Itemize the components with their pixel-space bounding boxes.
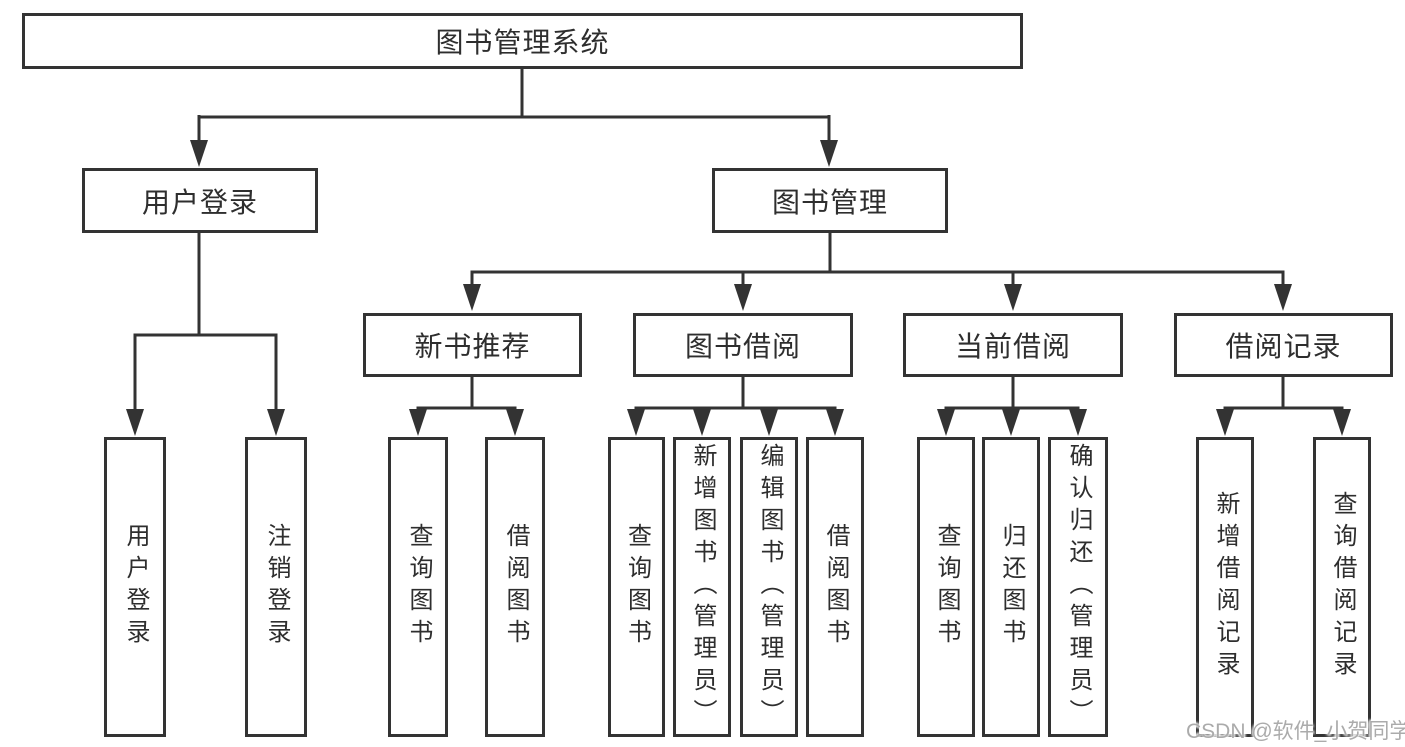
node-book-management: 图书管理 bbox=[712, 168, 948, 233]
node-new-book-recommend: 新书推荐 bbox=[363, 313, 582, 377]
leaf-confirm-return-admin: 确认归还（管理员） bbox=[1048, 437, 1108, 737]
leaf-query-borrow-record: 查询借阅记录 bbox=[1313, 437, 1371, 737]
node-root-system: 图书管理系统 bbox=[22, 13, 1023, 69]
leaf-user-login-label: 用户登录 bbox=[122, 523, 149, 651]
leaf-query-books-3: 查询图书 bbox=[917, 437, 975, 737]
node-borrow-records: 借阅记录 bbox=[1174, 313, 1393, 377]
node-book-management-label: 图书管理 bbox=[771, 186, 888, 218]
leaf-query-books-2-label: 查询图书 bbox=[623, 523, 651, 651]
arrow-down-icon bbox=[937, 409, 955, 436]
leaf-add-borrow-record-label: 新增借阅记录 bbox=[1212, 491, 1239, 683]
arrow-down-icon bbox=[734, 284, 752, 311]
leaf-borrow-books-2: 借阅图书 bbox=[806, 437, 864, 737]
leaf-return-books-label: 归还图书 bbox=[998, 523, 1025, 651]
leaf-query-books-2: 查询图书 bbox=[608, 437, 665, 737]
leaf-borrow-books-1-label: 借阅图书 bbox=[502, 523, 529, 651]
arrow-down-icon bbox=[126, 409, 144, 436]
connector-records-to-leaves bbox=[1223, 377, 1344, 413]
leaf-confirm-return-admin-label: 确认归还（管理员） bbox=[1065, 443, 1092, 731]
leaf-logout-label: 注销登录 bbox=[263, 523, 290, 651]
arrow-down-icon bbox=[190, 140, 208, 167]
arrow-down-icon bbox=[760, 409, 778, 436]
node-current-borrow-label: 当前借阅 bbox=[954, 331, 1071, 362]
connector-borrowing-to-leaves bbox=[634, 377, 837, 413]
connector-newbooks-to-leaves bbox=[416, 377, 517, 413]
connector-userlogin-to-leaves bbox=[133, 233, 278, 410]
arrow-down-icon bbox=[409, 409, 427, 436]
arrow-down-icon bbox=[506, 409, 524, 436]
leaf-query-books-3-label: 查询图书 bbox=[933, 523, 960, 651]
csdn-watermark: CSDN @软件_小贺同学 bbox=[1186, 720, 1405, 743]
leaf-query-books-1-label: 查询图书 bbox=[405, 523, 432, 651]
node-borrow-records-label: 借阅记录 bbox=[1225, 331, 1342, 362]
arrow-down-icon bbox=[1333, 409, 1351, 436]
node-user-login-label: 用户登录 bbox=[141, 186, 258, 218]
arrow-down-icon bbox=[1004, 284, 1022, 311]
arrow-down-icon bbox=[826, 409, 844, 436]
leaf-logout: 注销登录 bbox=[245, 437, 307, 737]
node-book-borrow-label: 图书借阅 bbox=[684, 331, 801, 362]
node-current-borrow: 当前借阅 bbox=[903, 313, 1123, 377]
leaf-add-borrow-record: 新增借阅记录 bbox=[1196, 437, 1254, 737]
connector-current-to-leaves bbox=[944, 377, 1080, 413]
arrow-down-icon bbox=[1216, 409, 1234, 436]
leaf-borrow-books-1: 借阅图书 bbox=[485, 437, 545, 737]
node-user-login: 用户登录 bbox=[82, 168, 318, 233]
arrowheads bbox=[126, 140, 1351, 436]
arrow-down-icon bbox=[693, 409, 711, 436]
arrow-down-icon bbox=[267, 409, 285, 436]
leaf-query-books-1: 查询图书 bbox=[388, 437, 448, 737]
node-new-book-recommend-label: 新书推荐 bbox=[414, 331, 531, 362]
leaf-return-books: 归还图书 bbox=[982, 437, 1040, 737]
connector-bookmgmt-to-level3 bbox=[470, 233, 1285, 285]
arrow-down-icon bbox=[1274, 284, 1292, 311]
arrow-down-icon bbox=[627, 409, 645, 436]
leaf-edit-books-admin-label: 编辑图书（管理员） bbox=[756, 443, 783, 731]
node-root-label: 图书管理系统 bbox=[435, 27, 610, 58]
leaf-borrow-books-2-label: 借阅图书 bbox=[822, 523, 849, 651]
leaf-add-books-admin-label: 新增图书（管理员） bbox=[689, 443, 716, 731]
arrow-down-icon bbox=[463, 284, 481, 311]
arrow-down-icon bbox=[820, 140, 838, 167]
leaf-edit-books-admin: 编辑图书（管理员） bbox=[740, 437, 798, 737]
leaf-query-borrow-record-label: 查询借阅记录 bbox=[1329, 491, 1356, 683]
leaf-add-books-admin: 新增图书（管理员） bbox=[673, 437, 731, 737]
arrow-down-icon bbox=[1002, 409, 1020, 436]
leaf-user-login: 用户登录 bbox=[104, 437, 166, 737]
arrow-down-icon bbox=[1069, 409, 1087, 436]
connector-root-to-level2 bbox=[197, 69, 831, 141]
node-book-borrow: 图书借阅 bbox=[633, 313, 853, 377]
